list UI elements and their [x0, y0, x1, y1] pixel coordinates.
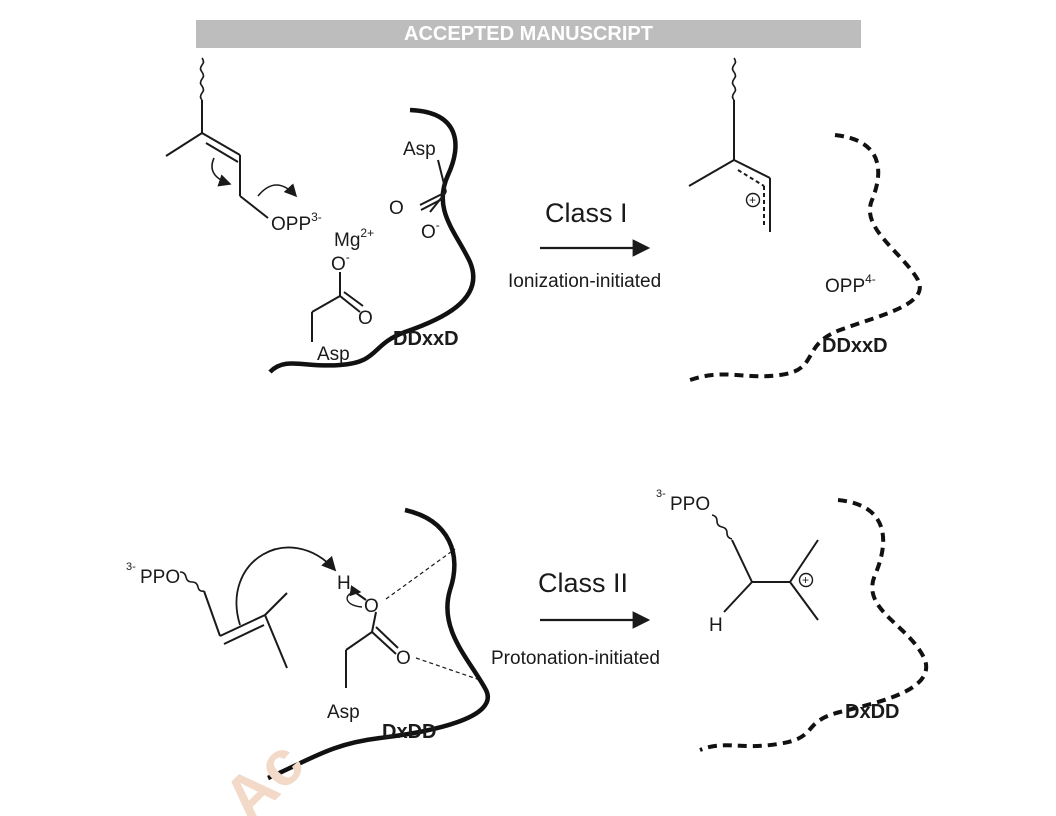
motif-dxdd-reactant: DxDD — [382, 721, 436, 743]
plus-charge-circle — [745, 192, 761, 208]
h-label-product: H — [709, 615, 723, 636]
h-label: H — [337, 573, 351, 594]
motif-ddxxd-product: DDxxD — [822, 335, 888, 357]
wavy-bond-product-bottom — [711, 514, 733, 540]
plus-charge-circle-bottom — [798, 572, 814, 588]
o2-minus-label: O- — [331, 250, 350, 275]
opp-label: OPP3- — [271, 210, 322, 235]
o2-double-label: O — [358, 308, 373, 329]
wavy-bond-product-top — [731, 57, 737, 101]
curved-arrow-left — [211, 157, 232, 187]
curved-arrow-right — [257, 183, 298, 198]
ppo-superscript-product: 3- — [656, 488, 666, 500]
ppo-superscript: 3- — [126, 561, 136, 573]
asp-bottom-label: Asp — [317, 344, 350, 365]
motif-dxdd-product: DxDD — [845, 701, 899, 723]
curved-arrow-small — [346, 585, 363, 608]
methyl-bond — [165, 132, 203, 157]
o-minus-label: O- — [421, 218, 440, 243]
top-reactant — [165, 57, 298, 219]
o-double-label: O — [389, 198, 404, 219]
class-ii-label: Class II — [538, 568, 628, 598]
wavy-bond-top — [199, 57, 205, 101]
asp-top-carboxylate — [419, 159, 447, 213]
motif-ddxxd-reactant: DDxxD — [393, 328, 459, 350]
mg-label: Mg2+ — [334, 226, 374, 251]
double-bond — [201, 132, 241, 156]
carbocation-plus: + — [749, 193, 756, 207]
wavy-bond-bottom — [179, 571, 205, 592]
o-carbonyl-label: O — [396, 648, 411, 669]
top-product — [688, 57, 771, 232]
enzyme-backbone-top-product — [689, 133, 922, 382]
asp-label-bottom: Asp — [327, 702, 360, 723]
bottom-product — [711, 514, 819, 621]
curved-arrow-proton — [235, 546, 337, 626]
watermark-text: Ac — [209, 726, 318, 816]
protonation-label: Protonation-initiated — [491, 648, 660, 669]
carbocation-plus-bottom: + — [802, 573, 809, 587]
class-i-label: Class I — [545, 198, 628, 228]
accepted-manuscript-banner: ACCEPTED MANUSCRIPT — [196, 20, 861, 48]
ionization-label: Ionization-initiated — [508, 271, 661, 292]
ppo-label: PPO — [140, 567, 180, 588]
asp-bottom-carboxylate — [311, 272, 364, 342]
enzyme-backbone-top — [268, 107, 476, 374]
asp-top-label: Asp — [403, 139, 436, 160]
ppo-label-product: PPO — [670, 494, 710, 515]
bottom-reactant — [179, 546, 481, 688]
o-hydroxyl-label: O — [364, 596, 379, 617]
enzyme-backbone-bottom — [267, 507, 491, 781]
opp4-label: OPP4- — [825, 272, 876, 297]
